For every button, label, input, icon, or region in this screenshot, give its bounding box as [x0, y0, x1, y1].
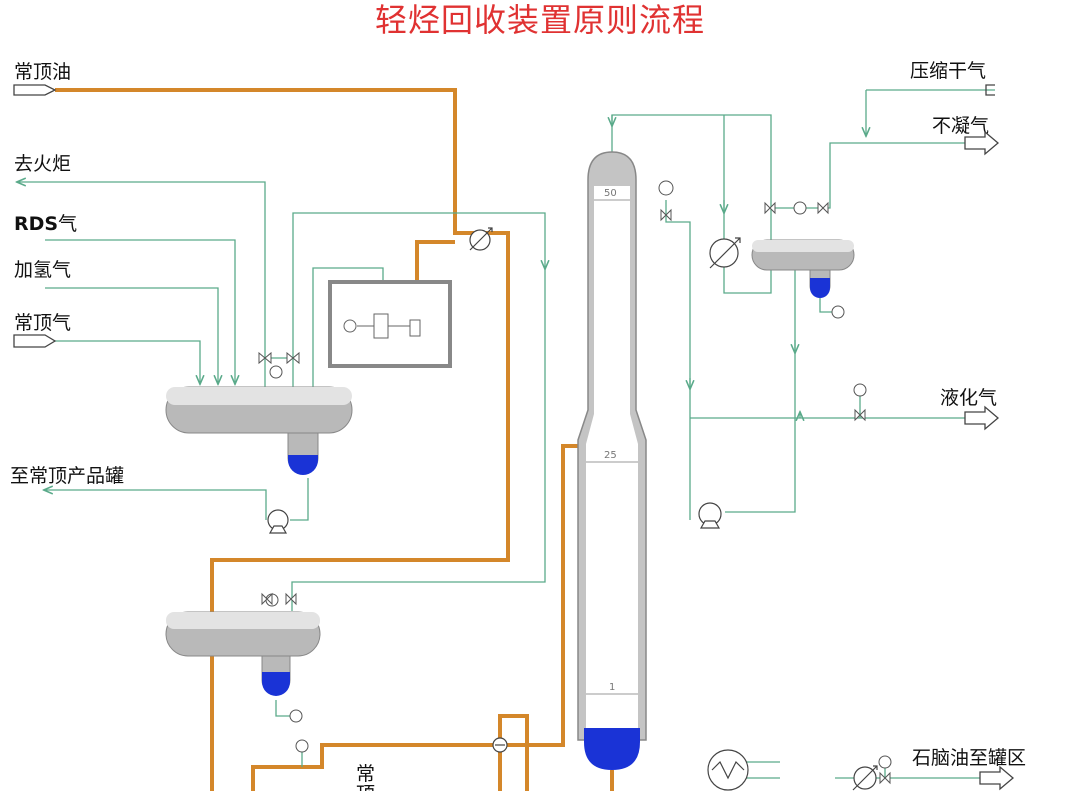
arrow-naphtha	[979, 765, 1015, 791]
exchanger-oil	[469, 227, 493, 251]
exchanger-condenser	[709, 237, 741, 269]
control-actuator	[373, 313, 389, 339]
drum-2-highlight	[166, 612, 320, 629]
label-lpg: 液化气	[940, 387, 998, 409]
valve-column-top	[660, 208, 672, 222]
oil-line-feed	[251, 444, 585, 791]
gas-line-overhead	[611, 114, 772, 240]
label-atm-top-gas: 常顶气	[14, 312, 72, 334]
control-damper	[409, 319, 421, 337]
arrow-compressed-dry-gas	[985, 84, 995, 96]
reboiler	[707, 749, 749, 791]
exchanger-naphtha-arrow	[852, 765, 878, 791]
arrow-lpg	[964, 405, 1000, 431]
gas-line-pump1-suction	[290, 478, 309, 521]
distillation-column	[577, 151, 647, 770]
instrument-drum1	[269, 365, 283, 379]
pump-2-base	[699, 520, 721, 529]
instrument-lpg	[853, 383, 867, 397]
instruments	[265, 180, 892, 769]
label-bottom-2: 顶	[356, 782, 375, 791]
drum-2-liquid	[262, 672, 290, 696]
gas-line-drum3-boot	[819, 298, 832, 313]
valve-drum1-a	[258, 351, 272, 365]
arrow-non-condensable-gas	[964, 130, 1000, 156]
gas-line-compressed-dry-gas	[866, 89, 995, 135]
valves	[258, 201, 891, 785]
label-non-condensable-gas: 不凝气	[932, 115, 990, 137]
exchanger-feed	[492, 737, 508, 753]
instrument-column-top	[658, 180, 674, 196]
gas-line-to-flare	[18, 182, 266, 388]
instrument-drum3-level	[831, 305, 845, 319]
drum-1	[165, 386, 353, 475]
gas-line-top-header	[292, 212, 545, 388]
label-rds-gas: RDS气	[14, 212, 77, 236]
heat-exchangers	[469, 227, 878, 791]
control-motor-icon	[343, 319, 357, 333]
drum-2	[165, 611, 321, 696]
gas-line-rds	[45, 239, 235, 383]
label-bottom-1: 常	[356, 763, 376, 785]
instrument-drum2-level	[289, 709, 303, 723]
diagram-title: 轻烃回收装置原则流程	[374, 1, 705, 39]
drum-1-liquid	[288, 455, 318, 475]
label-compressed-dry-gas: 压缩干气	[910, 60, 987, 82]
gas-lines-left	[18, 182, 545, 767]
gas-line-reflux	[725, 268, 796, 513]
gas-line-non-condensable	[771, 142, 985, 209]
valve-drum1-b	[286, 351, 300, 365]
column-interior	[586, 186, 638, 736]
pumps	[267, 502, 722, 534]
instrument-naphtha	[878, 755, 892, 769]
instrument-drum3	[793, 201, 807, 215]
gas-line-atm-top	[45, 340, 200, 383]
label-atm-top-oil: 常顶油	[14, 61, 72, 83]
tray-label-bottom: 1	[609, 682, 615, 693]
gas-line-to-product-tank	[45, 490, 267, 520]
oil-line-bottom-loop	[498, 714, 529, 791]
drum-3-liquid	[810, 278, 830, 298]
gas-line-hydrogenation	[45, 287, 218, 383]
label-rds-prefix: RDS	[14, 213, 59, 235]
drum-3-highlight	[752, 240, 854, 252]
exchanger-naphtha	[852, 765, 878, 791]
gas-line-drum2	[291, 268, 546, 611]
stream-arrows	[13, 84, 1015, 791]
drum-3	[751, 239, 855, 298]
valve-drum2-a	[261, 592, 273, 606]
reboiler-coil	[711, 760, 745, 780]
drum-1-highlight	[166, 387, 352, 405]
valve-drum3-a	[764, 201, 776, 215]
gas-line-pressure-tap	[665, 200, 691, 520]
oil-lines	[55, 88, 614, 791]
arrow-atm-top-gas	[13, 334, 57, 348]
label-naphtha-to-tank: 石脑油至罐区	[912, 747, 1027, 769]
column-bottom-liquid	[584, 728, 640, 770]
oil-line-top-loop	[55, 88, 510, 791]
tray-label-top: 50	[604, 188, 617, 199]
reboiler-body	[707, 749, 749, 791]
pump-2	[698, 502, 722, 529]
label-to-product-tank: 至常顶产品罐	[10, 465, 125, 487]
exchanger-condenser-body	[709, 238, 739, 268]
gas-line-drum2-boot	[275, 700, 290, 717]
arrow-atm-top-oil	[13, 84, 57, 96]
valve-lpg	[854, 408, 866, 422]
exchanger-condenser-arrow	[709, 237, 741, 269]
exchanger-oil-arrow	[469, 227, 493, 251]
tray-label-middle: 25	[604, 450, 617, 461]
instrument-bottom	[295, 739, 309, 753]
label-hydrogenation-gas: 加氢气	[14, 259, 72, 281]
label-rds-suffix: 气	[58, 213, 78, 235]
valve-drum3-b	[817, 201, 829, 215]
valve-naphtha	[879, 771, 891, 785]
pump-1-base	[268, 525, 288, 534]
label-to-flare: 去火炬	[14, 153, 72, 175]
valve-drum2-b	[285, 592, 297, 606]
control-box	[328, 280, 452, 368]
pump-1	[267, 509, 289, 534]
